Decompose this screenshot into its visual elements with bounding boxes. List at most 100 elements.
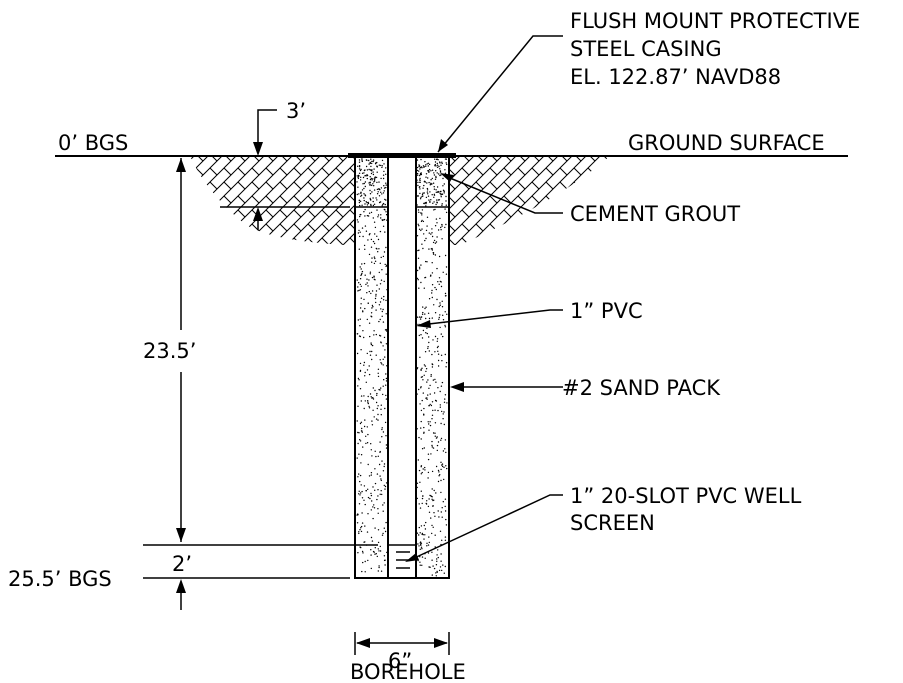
speckle-dot — [359, 179, 362, 181]
speckle-dot — [379, 493, 381, 495]
speckle-dot — [443, 401, 446, 403]
speckle-dot — [444, 254, 447, 257]
speckle-dot — [385, 394, 387, 397]
speckle-dot — [428, 423, 430, 425]
speckle-dot — [438, 277, 441, 279]
speckle-dot — [382, 174, 385, 176]
speckle-dot — [380, 177, 382, 180]
speckle-dot — [359, 474, 362, 477]
speckle-dot — [437, 345, 439, 348]
speckle-dot — [356, 175, 358, 177]
speckle-dot — [428, 429, 430, 431]
speckle-dot — [371, 358, 373, 361]
speckle-dot — [434, 432, 436, 434]
speckle-dot — [362, 552, 364, 554]
speckle-dot — [358, 490, 360, 492]
speckle-dot — [434, 225, 437, 227]
speckle-dot — [433, 239, 436, 242]
speckle-dot — [357, 290, 359, 292]
speckle-dot — [367, 401, 369, 403]
speckle-dot — [368, 234, 371, 236]
borehole-width-dimension — [354, 632, 450, 655]
speckle-dot — [358, 532, 360, 535]
speckle-dot — [376, 407, 378, 410]
speckle-dot — [363, 199, 365, 202]
speckle-dot — [368, 279, 370, 281]
speckle-dot — [421, 533, 423, 535]
speckle-dot — [431, 296, 433, 299]
speckle-dot — [425, 521, 427, 524]
speckle-dot — [441, 465, 444, 468]
speckle-dot — [370, 549, 372, 551]
speckle-dot — [359, 215, 361, 218]
speckle-dot — [375, 176, 378, 179]
speckle-dot — [433, 201, 435, 203]
speckle-dot — [382, 393, 384, 396]
speckle-dot — [377, 570, 379, 572]
speckle-dot — [378, 248, 380, 250]
speckle-dot — [372, 506, 374, 508]
speckle-dot — [421, 219, 423, 222]
speckle-dot — [419, 268, 421, 270]
speckle-dot — [434, 254, 437, 256]
speckle-dot — [418, 165, 420, 168]
speckle-dot — [427, 177, 429, 179]
speckle-dot — [382, 364, 384, 366]
speckle-dot — [435, 191, 437, 193]
speckle-dot — [377, 251, 379, 253]
speckle-dot — [362, 330, 364, 332]
speckle-dot — [359, 283, 361, 286]
speckle-dot — [372, 200, 374, 203]
speckle-dot — [374, 527, 376, 529]
speckle-dot — [371, 191, 373, 193]
speckle-dot — [421, 209, 424, 211]
speckle-dot — [357, 385, 359, 387]
speckle-dot — [360, 462, 362, 464]
speckle-dot — [427, 312, 430, 314]
speckle-dot — [356, 219, 359, 221]
speckle-dot — [370, 177, 372, 180]
speckle-dot — [442, 189, 445, 191]
speckle-dot — [359, 439, 361, 441]
speckle-dot — [443, 466, 445, 468]
speckle-dot — [436, 560, 438, 562]
speckle-dot — [428, 181, 430, 184]
speckle-dot — [445, 223, 447, 226]
speckle-dot — [364, 274, 366, 276]
speckle-dot — [385, 482, 388, 484]
speckle-dot — [370, 443, 372, 445]
speckle-dot — [426, 182, 428, 184]
speckle-dot — [373, 504, 375, 506]
speckle-dot — [385, 299, 387, 302]
speckle-dot — [383, 280, 385, 283]
speckle-dot — [432, 339, 434, 341]
speckle-dot — [371, 290, 374, 292]
speckle-dot — [366, 159, 368, 161]
speckle-dot — [370, 292, 372, 295]
speckle-dot — [417, 223, 419, 225]
speckle-dot — [436, 554, 438, 556]
speckle-dot — [366, 177, 368, 180]
speckle-dot — [426, 189, 429, 191]
speckle-dot — [421, 367, 423, 369]
speckle-dot — [421, 313, 424, 315]
speckle-dot — [418, 545, 420, 547]
speckle-dot — [425, 368, 428, 370]
speckle-dot — [368, 253, 371, 256]
speckle-dot — [364, 203, 366, 205]
speckle-dot — [359, 369, 362, 372]
speckle-dot — [424, 351, 427, 353]
speckle-dot — [425, 229, 428, 232]
speckle-dot — [435, 575, 437, 577]
speckle-dot — [440, 479, 442, 482]
speckle-dot — [437, 441, 440, 443]
speckle-dot — [437, 387, 439, 389]
speckle-dot — [382, 308, 384, 311]
speckle-dot — [444, 448, 446, 450]
grout-depth-label: 3’ — [286, 99, 306, 123]
speckle-dot — [381, 460, 383, 462]
speckle-dot — [443, 192, 445, 194]
speckle-dot — [428, 248, 430, 250]
speckle-dot — [423, 364, 426, 366]
speckle-dot — [440, 491, 442, 494]
